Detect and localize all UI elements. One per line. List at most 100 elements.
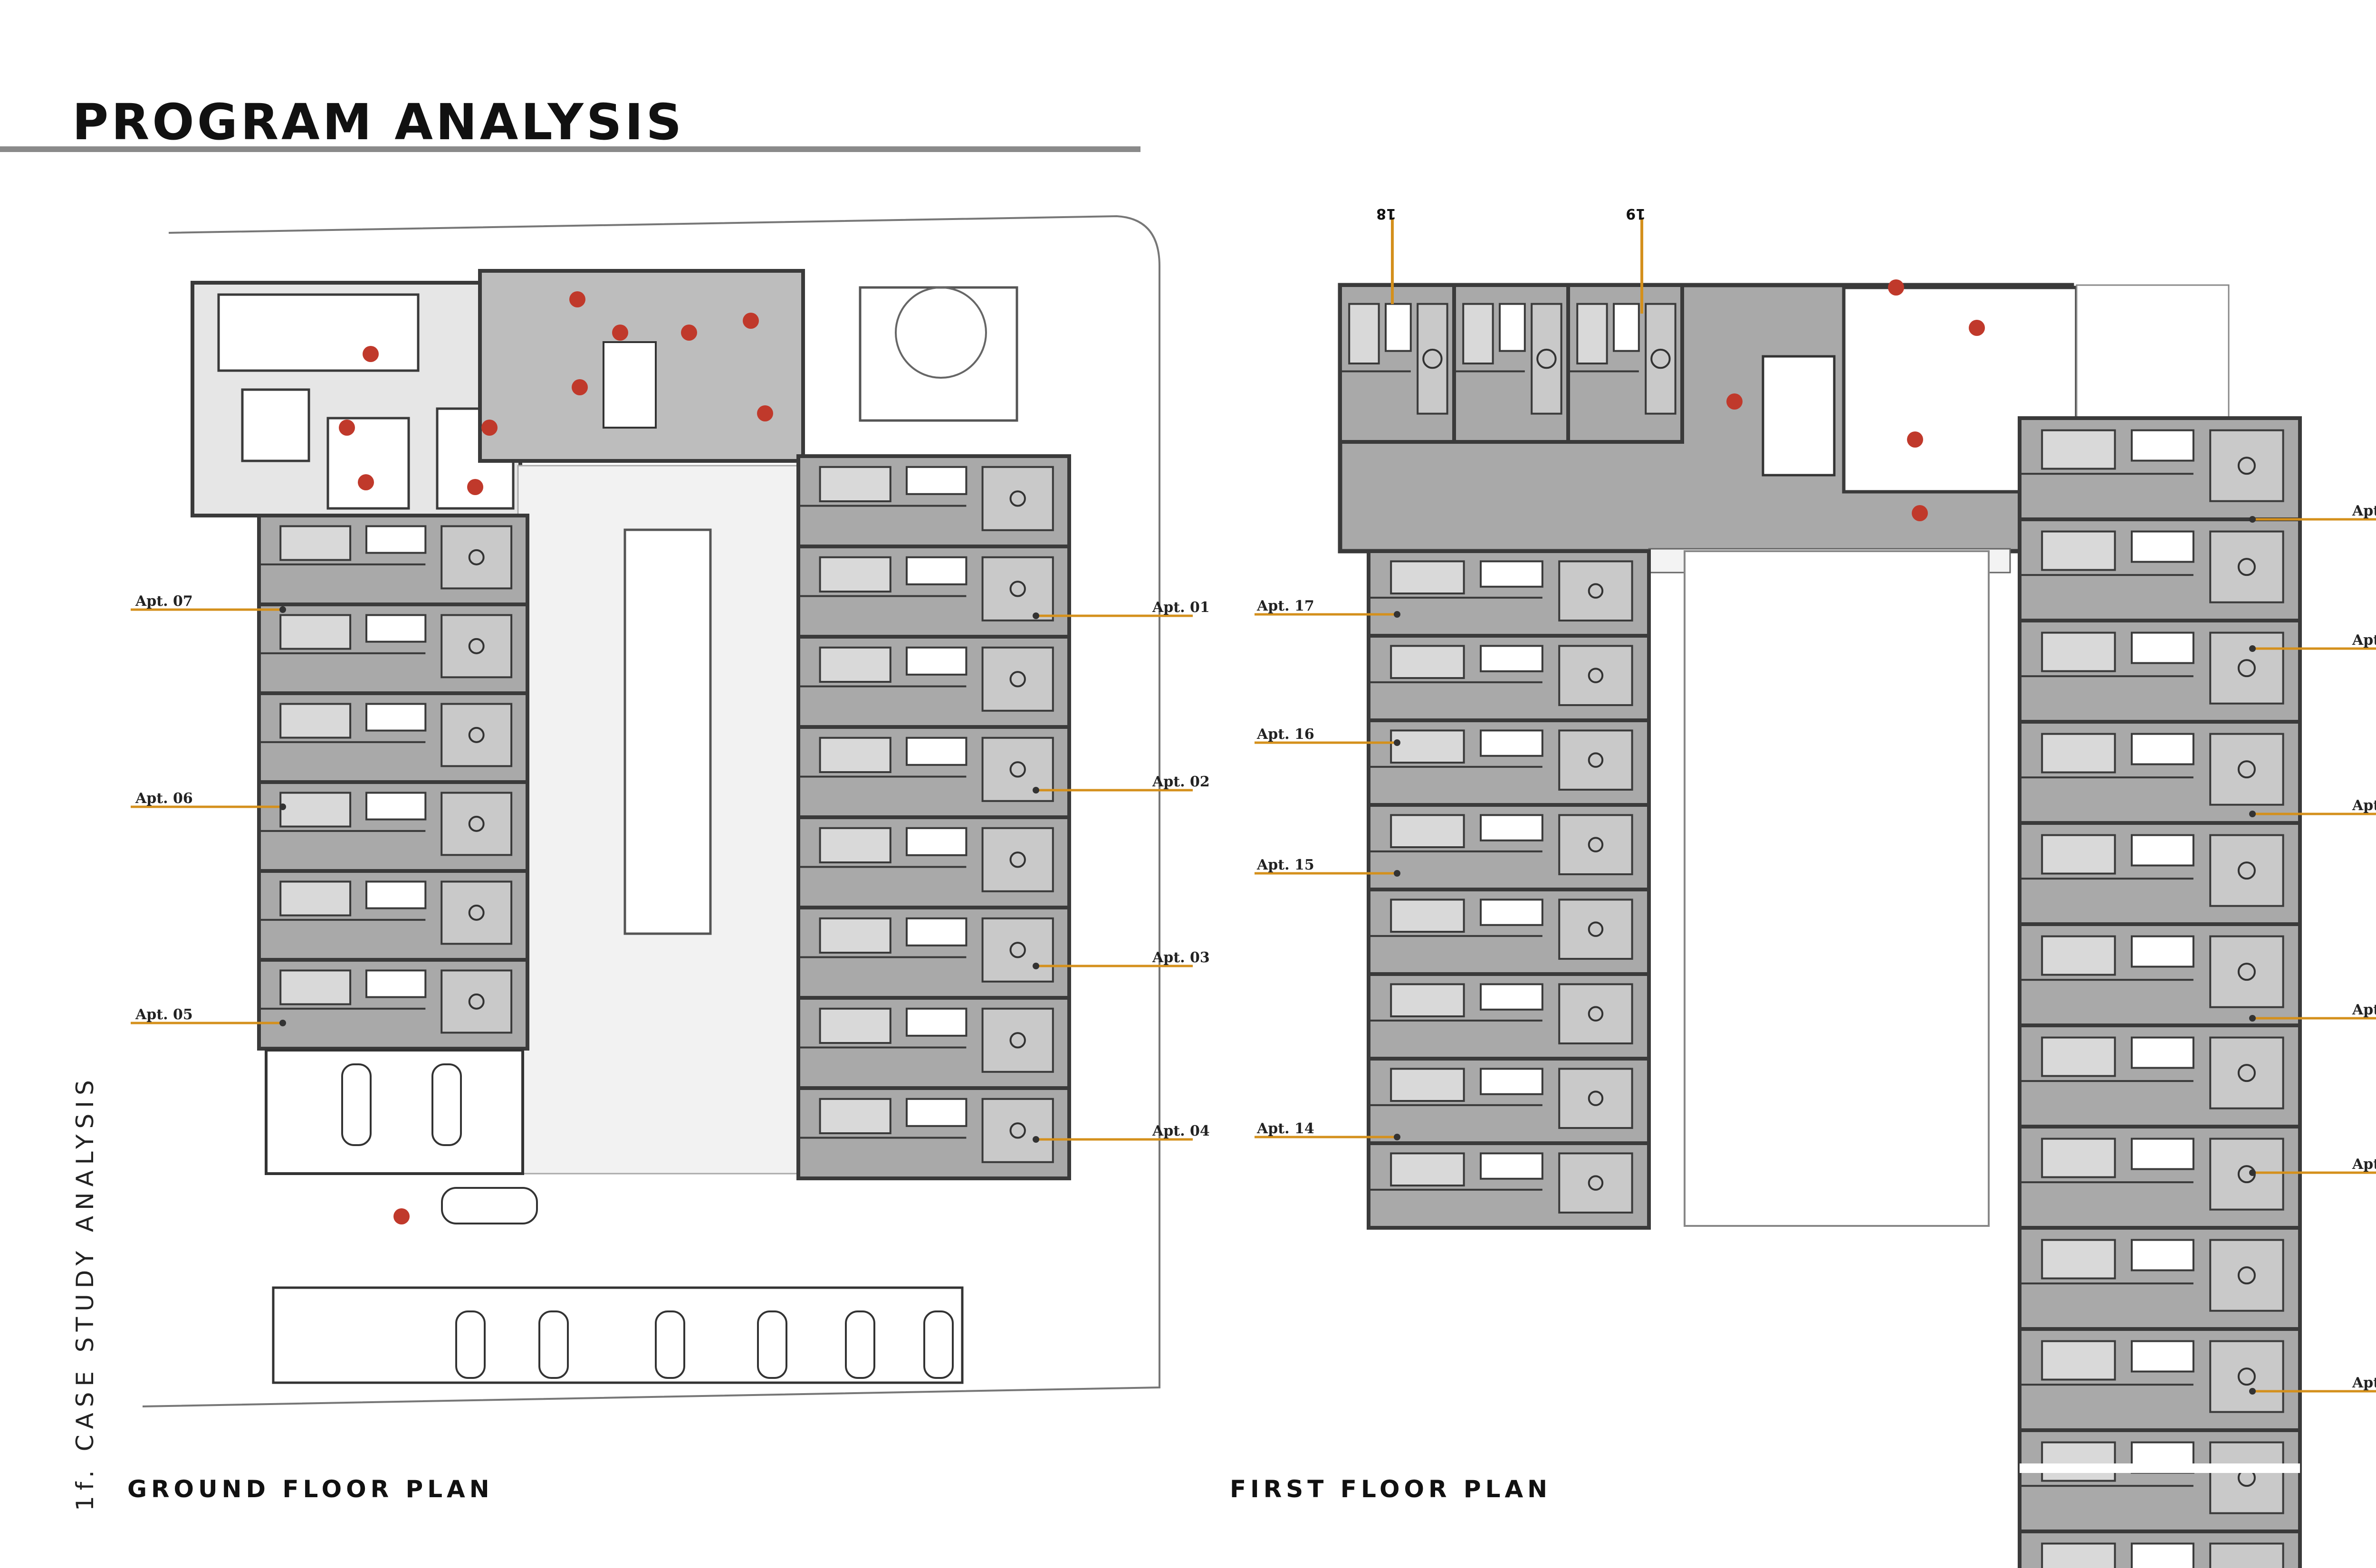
car-icon <box>431 1063 462 1146</box>
room-tag <box>1888 279 1904 296</box>
apartment-unit <box>1367 634 1651 722</box>
svg-text:Apt. 06: Apt. 06 <box>135 790 193 807</box>
first-floor-title: FIRST FLOOR PLAN <box>1230 1475 1552 1503</box>
apartment-unit <box>2018 517 2302 622</box>
parking-area <box>265 1049 524 1175</box>
apartment-unit <box>2018 1428 2302 1533</box>
apartment-unit <box>257 780 529 873</box>
room-tag <box>681 325 697 341</box>
car-icon <box>923 1310 954 1379</box>
svg-text:19: 19 <box>1626 205 1646 222</box>
apartment-label: Apt. 11 <box>2249 1002 2376 1022</box>
apartment-unit <box>1367 888 1651 976</box>
apartment-label: Apt. 12 <box>2249 1156 2376 1176</box>
room-tag <box>743 313 759 329</box>
car-icon <box>655 1310 685 1379</box>
apartment-unit <box>796 906 1071 1000</box>
tree <box>895 287 987 379</box>
car-icon <box>757 1310 787 1379</box>
apartment-unit <box>2018 619 2302 724</box>
room-tag <box>612 325 628 341</box>
page-title: PROGRAM ANALYSIS <box>72 93 685 151</box>
apartment-unit <box>796 996 1071 1090</box>
room-tag <box>1907 431 1923 448</box>
apartment-unit <box>257 869 529 962</box>
open-void <box>1684 550 1990 1227</box>
room-tag <box>339 420 355 436</box>
axis-marker-18: 18 <box>1376 205 1396 304</box>
apartment-unit <box>1566 283 1684 444</box>
room-tag <box>481 420 498 436</box>
first-floor-plan <box>1338 283 2302 1568</box>
car-icon <box>455 1310 486 1379</box>
apartment-unit <box>2018 1530 2302 1568</box>
room-tag <box>569 291 585 307</box>
site-boundary <box>142 215 1160 1407</box>
apartment-label: Apt. 01 <box>1033 599 1210 619</box>
svg-text:Apt. 13: Apt. 13 <box>2352 1375 2376 1391</box>
tree-planter <box>859 286 1018 422</box>
apartment-unit <box>2018 1327 2302 1432</box>
apartment-label: Apt. 03 <box>1033 949 1210 969</box>
terrace <box>2076 284 2230 429</box>
apartment-unit <box>1338 283 1456 444</box>
svg-text:Apt. 16: Apt. 16 <box>1256 726 1314 743</box>
apartment-unit <box>1367 549 1651 638</box>
apartment-unit <box>796 725 1071 819</box>
apartment-unit <box>2018 922 2302 1027</box>
car-icon <box>845 1310 875 1379</box>
apartment-unit <box>2018 1226 2302 1331</box>
svg-text:Apt. 05: Apt. 05 <box>135 1006 193 1023</box>
svg-text:Apt. 02: Apt. 02 <box>1152 774 1210 790</box>
car-group <box>341 1063 954 1379</box>
service-room <box>241 388 310 462</box>
room-tag <box>358 474 374 490</box>
apartment-unit <box>796 815 1071 909</box>
svg-text:18: 18 <box>1376 205 1396 222</box>
apartment-unit <box>1367 1057 1651 1145</box>
apartment-label: Apt. 10 <box>2249 797 2376 817</box>
apartment-label: Apt. 06 <box>131 790 286 810</box>
apartment-unit <box>2018 720 2302 825</box>
apartment-unit <box>1367 1141 1651 1230</box>
right-unit-column <box>796 454 1071 1180</box>
svg-text:Apt. 09: Apt. 09 <box>2352 632 2376 649</box>
axis-marker-19: 19 <box>1626 205 1646 314</box>
apartment-labels: Apt. 07 Apt. 06 Apt. 05 Apt. 01 Apt. 02 Apt. … <box>131 279 2376 1395</box>
room-tag <box>572 379 588 395</box>
svg-text:Apt. 03: Apt. 03 <box>1152 949 1210 966</box>
apartment-label: Apt. 08 <box>2249 503 2376 523</box>
car-icon <box>538 1310 569 1379</box>
svg-text:Apt. 07: Apt. 07 <box>135 593 193 610</box>
svg-text:Apt. 04: Apt. 04 <box>1152 1123 1210 1139</box>
left-unit-column <box>257 514 529 1051</box>
apartment-label: Apt. 09 <box>2249 632 2376 652</box>
apartment-label: Apt. 15 <box>1255 857 1400 877</box>
room-tag <box>467 479 483 495</box>
apartment-label: Apt. 14 <box>1255 1120 1400 1140</box>
apartment-unit <box>796 1086 1071 1180</box>
apartment-unit <box>2018 1125 2302 1230</box>
car-icon <box>441 1187 538 1224</box>
room-tag <box>1912 505 1928 521</box>
stair-core <box>1762 355 1836 477</box>
apartment-unit <box>2018 1023 2302 1128</box>
apartment-label: Apt. 17 <box>1255 598 1400 618</box>
apartment-label: Apt. 05 <box>131 1006 286 1026</box>
stair <box>603 341 657 429</box>
apartment-unit <box>796 454 1071 548</box>
apartment-unit <box>1452 283 1570 444</box>
room-tag <box>393 1208 410 1224</box>
apartment-unit <box>796 635 1071 729</box>
svg-text:Apt. 08: Apt. 08 <box>2352 503 2376 519</box>
apartment-unit <box>257 514 529 606</box>
apartment-unit <box>1367 972 1651 1061</box>
apartment-label: Apt. 16 <box>1255 726 1400 746</box>
svg-text:Apt. 14: Apt. 14 <box>1256 1120 1314 1137</box>
reflecting-pool <box>623 528 712 935</box>
apartment-label: Apt. 02 <box>1033 774 1210 794</box>
room-tag <box>757 405 773 421</box>
apartment-label: Apt. 07 <box>131 593 286 613</box>
apartment-unit <box>796 545 1071 639</box>
